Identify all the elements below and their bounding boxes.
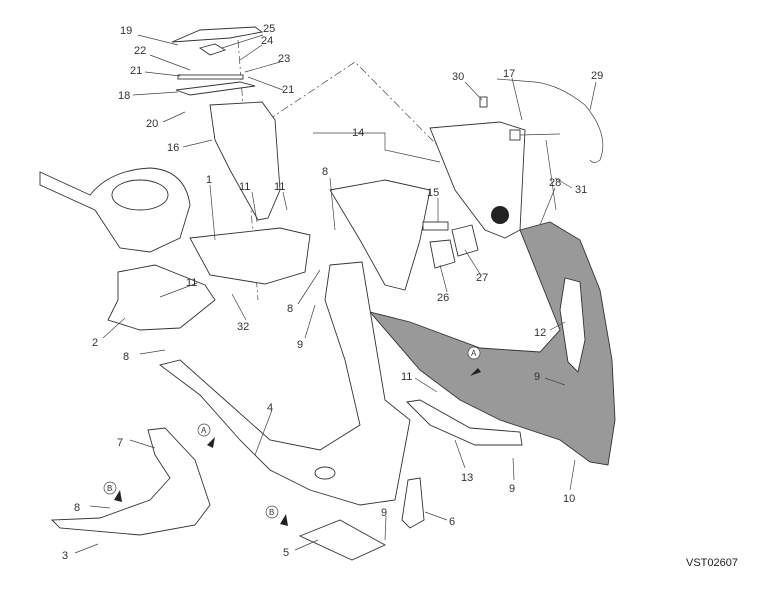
callout-4: 4 bbox=[267, 402, 273, 414]
svg-text:A: A bbox=[201, 426, 207, 435]
part-29-cable bbox=[496, 78, 604, 163]
callout-9: 9 bbox=[534, 371, 540, 383]
callout-23: 23 bbox=[278, 53, 290, 65]
callout-21: 21 bbox=[130, 65, 142, 77]
callout-9: 9 bbox=[509, 483, 515, 495]
tank-cap bbox=[111, 179, 169, 211]
diagram-reference-code: VST02607 bbox=[686, 557, 738, 569]
callout-11: 11 bbox=[239, 181, 250, 193]
callout-18: 18 bbox=[118, 90, 130, 102]
callout-10: 10 bbox=[563, 493, 575, 505]
assembly-line bbox=[267, 61, 441, 149]
part-cable bbox=[519, 133, 561, 136]
callout-21: 21 bbox=[282, 84, 294, 96]
callout-9: 9 bbox=[297, 339, 303, 351]
callout-22: 22 bbox=[134, 45, 146, 57]
callout-19: 19 bbox=[120, 25, 132, 37]
callout-20: 20 bbox=[146, 118, 158, 130]
part-10-front-fairing bbox=[368, 221, 616, 466]
view-marker-b: B bbox=[103, 481, 122, 502]
callout-8: 8 bbox=[74, 502, 80, 514]
part-14-inner-panel bbox=[329, 179, 431, 291]
callout-8: 8 bbox=[322, 166, 328, 178]
part-1-panel bbox=[189, 227, 311, 285]
part-25-knob bbox=[198, 43, 227, 56]
callout-14: 14 bbox=[352, 127, 364, 139]
part-5-grille bbox=[298, 519, 386, 561]
fuel-tank-outline bbox=[39, 167, 191, 253]
part-6-plate bbox=[401, 477, 425, 529]
callout-27: 27 bbox=[476, 272, 488, 284]
part-15-pad bbox=[422, 221, 449, 231]
callout-15: 15 bbox=[427, 187, 439, 199]
callout-24: 24 bbox=[261, 35, 273, 47]
callout-9: 9 bbox=[381, 507, 387, 519]
part-18-plate bbox=[175, 81, 256, 96]
view-marker-a: A bbox=[467, 346, 481, 376]
callout-8: 8 bbox=[123, 351, 129, 363]
callout-5: 5 bbox=[283, 547, 289, 559]
callout-11: 11 bbox=[401, 371, 412, 383]
part-19-cover bbox=[171, 26, 264, 43]
svg-text:B: B bbox=[107, 484, 112, 493]
callout-12: 12 bbox=[534, 327, 546, 339]
callout-2: 2 bbox=[92, 337, 98, 349]
part-connector-plug bbox=[509, 129, 521, 141]
view-marker-a: A bbox=[197, 423, 215, 448]
callout-17: 17 bbox=[503, 68, 515, 80]
part-2-side-panel bbox=[107, 264, 216, 331]
callout-29: 29 bbox=[591, 70, 603, 82]
leader-line bbox=[313, 132, 441, 163]
view-marker-b: B bbox=[265, 505, 288, 526]
callout-3: 3 bbox=[62, 550, 68, 562]
callout-1: 1 bbox=[206, 174, 212, 186]
callout-6: 6 bbox=[449, 516, 455, 528]
callout-30: 30 bbox=[452, 71, 464, 83]
callout-32: 32 bbox=[237, 321, 249, 333]
part-16-duct bbox=[209, 101, 281, 221]
svg-text:B: B bbox=[269, 508, 274, 517]
callout-28: 28 bbox=[549, 177, 561, 189]
part-12-insert bbox=[559, 277, 586, 373]
callout-26: 26 bbox=[437, 292, 449, 304]
callout-25: 25 bbox=[263, 23, 275, 35]
part-7-belly-pan bbox=[50, 427, 211, 536]
callout-8: 8 bbox=[287, 303, 293, 315]
part-4-lower-fairing bbox=[158, 261, 411, 506]
part-31-tie bbox=[545, 139, 557, 211]
callout-31: 31 bbox=[575, 184, 587, 196]
part-connector bbox=[491, 206, 509, 224]
part-30-clip bbox=[479, 96, 488, 108]
callout-7: 7 bbox=[117, 437, 123, 449]
callout-13: 13 bbox=[461, 472, 473, 484]
part-26-bracket bbox=[429, 239, 456, 269]
part-4-hole bbox=[314, 466, 336, 480]
callout-16: 16 bbox=[167, 142, 179, 154]
svg-text:A: A bbox=[471, 349, 477, 358]
leader-lines bbox=[74, 34, 597, 554]
callout-11: 11 bbox=[186, 277, 197, 289]
part-27-bracket bbox=[451, 224, 479, 257]
part-13-trim bbox=[406, 399, 523, 446]
callout-11: 11 bbox=[274, 181, 285, 193]
part-21-strip bbox=[177, 74, 244, 80]
